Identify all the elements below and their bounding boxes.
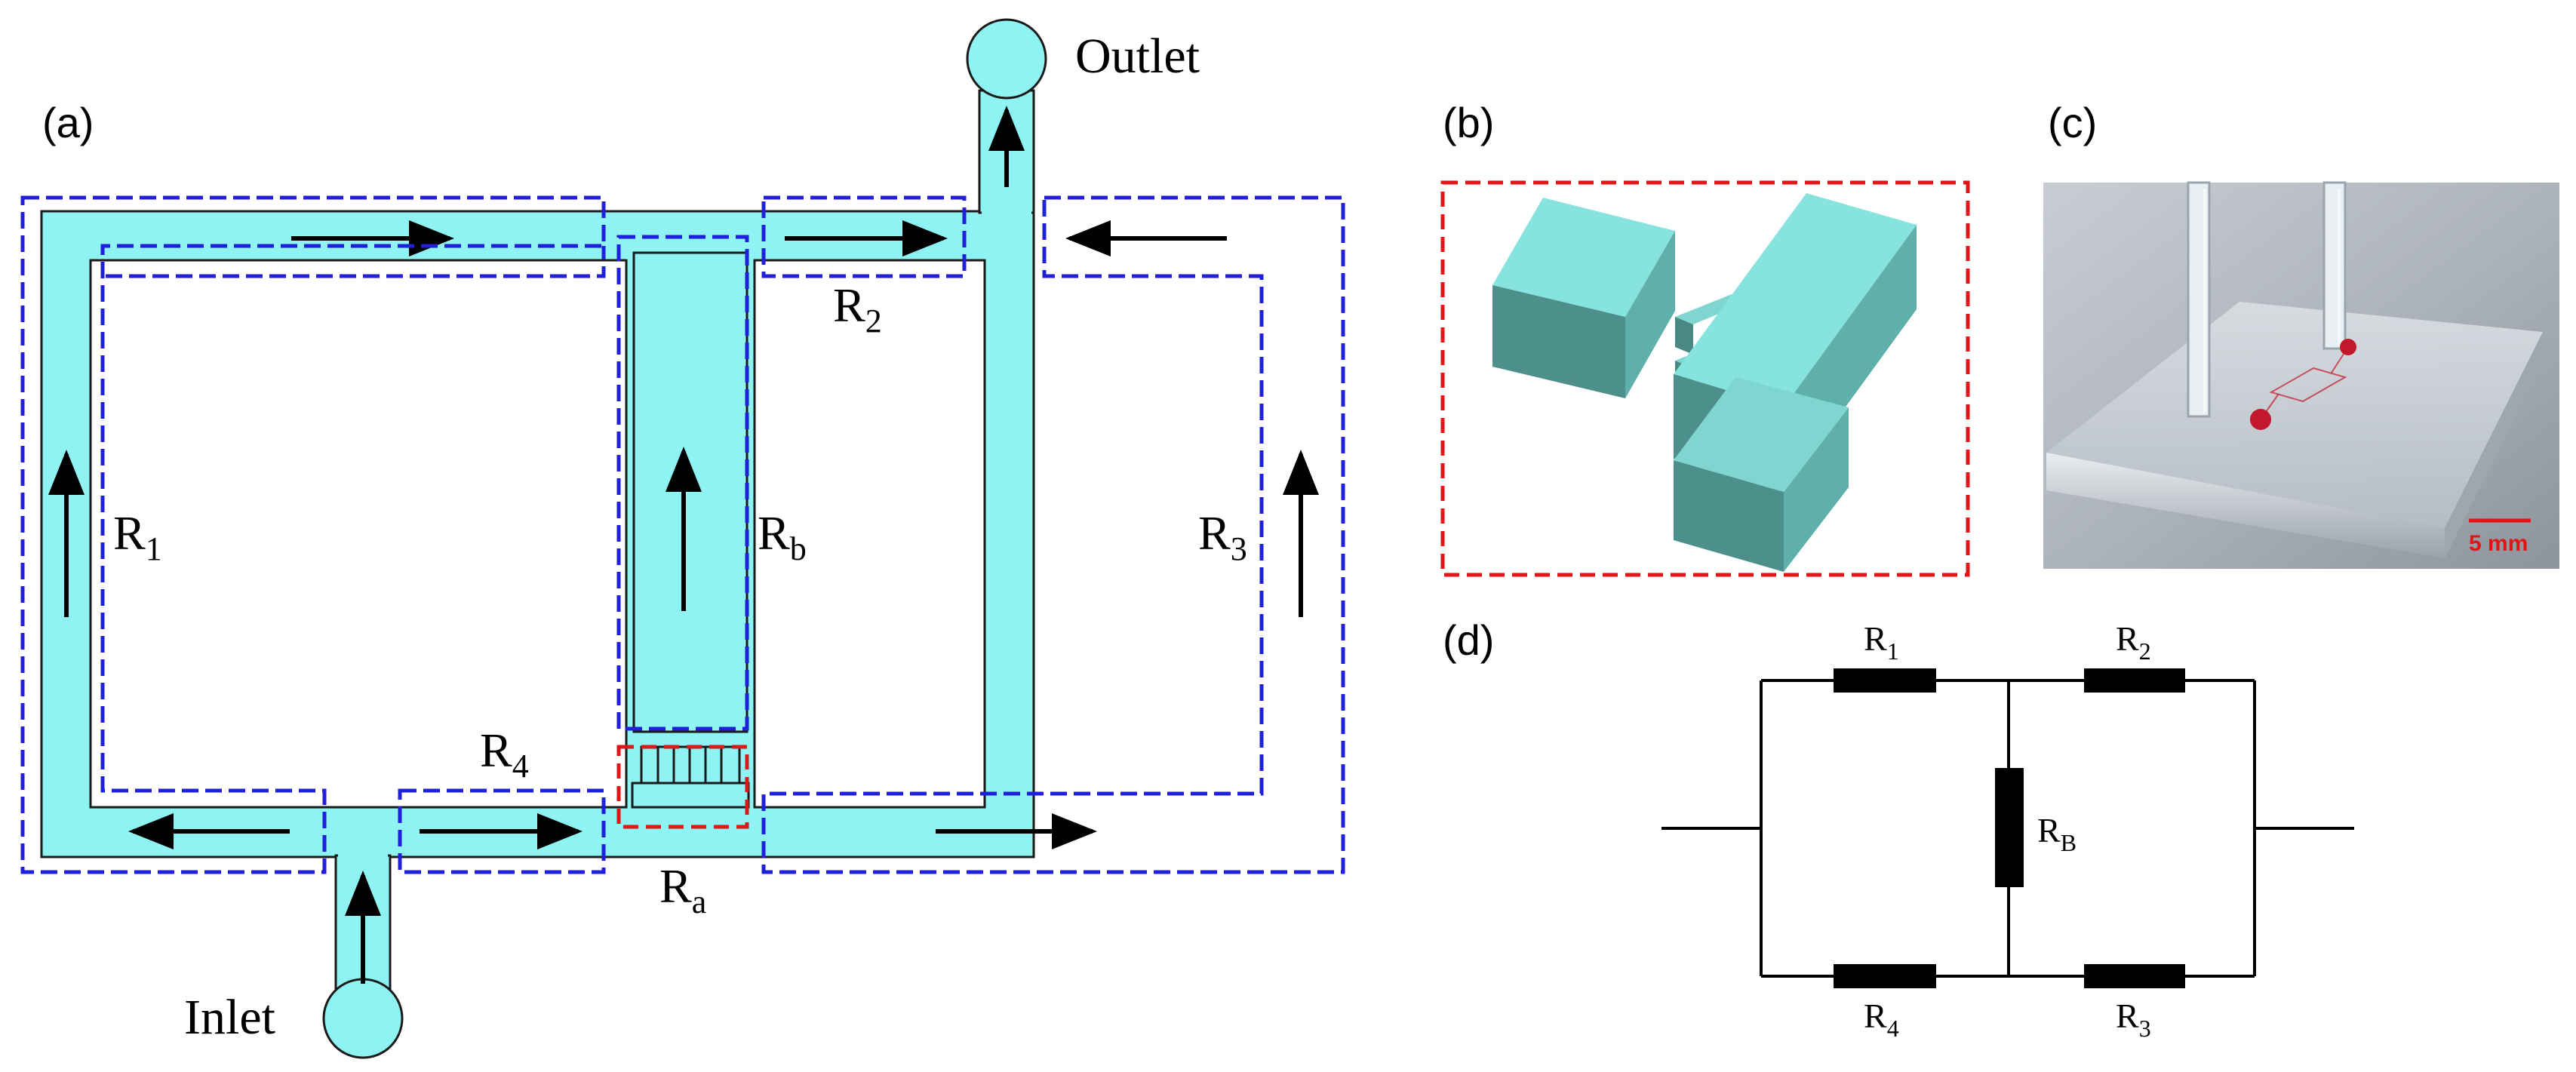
label-ra: Ra: [659, 859, 706, 920]
label-rb: Rb: [758, 506, 807, 567]
resistor-r2: [2084, 668, 2185, 693]
label-r3: R3: [1198, 506, 1247, 567]
circuit-label-r4: R4: [1864, 997, 1899, 1042]
equivalent-circuit: R1 R2 RB R4 R3: [1661, 619, 2354, 1042]
circuit-label-r3: R3: [2116, 997, 2151, 1042]
zoom-frame: [1440, 180, 1970, 577]
panel-label-c: (c): [2048, 99, 2097, 146]
constriction-pillars: [631, 745, 750, 809]
resistor-rb: [1995, 768, 2024, 887]
bypass-channel: [632, 251, 749, 733]
resistor-r1: [1834, 668, 1936, 693]
circuit-label-r2: R2: [2116, 619, 2151, 665]
resistor-r3: [2084, 964, 2185, 988]
panel-d: (d) R1 R2 RB R4 R3: [1443, 616, 2354, 1042]
scale-bar-label: 5 mm: [2469, 531, 2528, 556]
circuit-label-r1: R1: [1864, 619, 1899, 665]
outlet-reservoir: [966, 18, 1047, 100]
inlet-label: Inlet: [184, 990, 275, 1045]
panel-label-d: (d): [1443, 616, 1494, 664]
inlet-reservoir: [322, 978, 404, 1059]
panel-b: (b): [1440, 99, 1970, 577]
panel-label-b: (b): [1443, 99, 1494, 146]
panel-a: (a): [20, 18, 1345, 1059]
resistance-regions: [20, 195, 1345, 874]
junction-3d-model: [1492, 193, 1917, 572]
flow-arrows: [48, 106, 1319, 984]
zoom-region-box: [616, 745, 749, 829]
label-r2: R2: [833, 278, 882, 339]
label-r1: R1: [113, 506, 162, 567]
label-r4: R4: [480, 723, 529, 785]
circuit-label-rb: RB: [2037, 811, 2076, 856]
resistor-r4: [1834, 964, 1936, 988]
device-photo: 5 mm: [2043, 181, 2559, 569]
microchannel-network: [40, 210, 1035, 859]
outlet-label: Outlet: [1075, 29, 1200, 84]
panel-label-a: (a): [42, 99, 94, 146]
panel-c: (c) 5 mm: [2043, 99, 2559, 569]
